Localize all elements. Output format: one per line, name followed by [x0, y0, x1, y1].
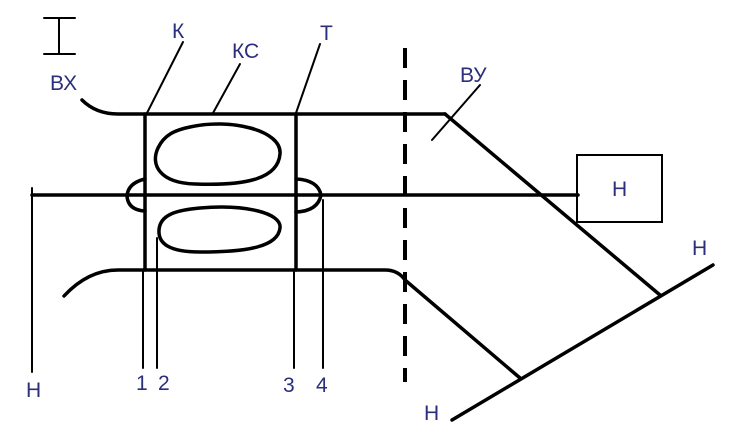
label-2: 2	[158, 372, 170, 395]
core-block	[143, 112, 298, 272]
bottom-leaders	[142, 199, 324, 369]
upper-diagonal	[443, 112, 662, 297]
label-k: К	[172, 20, 185, 43]
label-t: Т	[320, 22, 333, 45]
label-vh: ВХ	[50, 72, 77, 95]
top-leaders	[146, 41, 481, 141]
h-box	[576, 154, 663, 223]
lower-oval	[157, 205, 282, 254]
top-line	[80, 98, 447, 116]
bottom-line	[62, 268, 522, 380]
label-h-bottom: Н	[424, 402, 439, 425]
crossing-line	[450, 263, 715, 422]
label-4: 4	[316, 374, 328, 397]
label-vu: ВУ	[460, 64, 487, 87]
label-h-box: Н	[612, 178, 627, 201]
right-lobe	[294, 177, 323, 214]
label-1: 1	[136, 372, 148, 395]
label-h-left: Н	[26, 379, 41, 402]
label-3: 3	[283, 374, 295, 397]
left-lobe	[125, 177, 147, 213]
upper-oval	[153, 122, 282, 187]
label-h-right: Н	[692, 237, 707, 260]
i-symbol	[43, 17, 76, 55]
label-ks: КС	[232, 40, 259, 63]
